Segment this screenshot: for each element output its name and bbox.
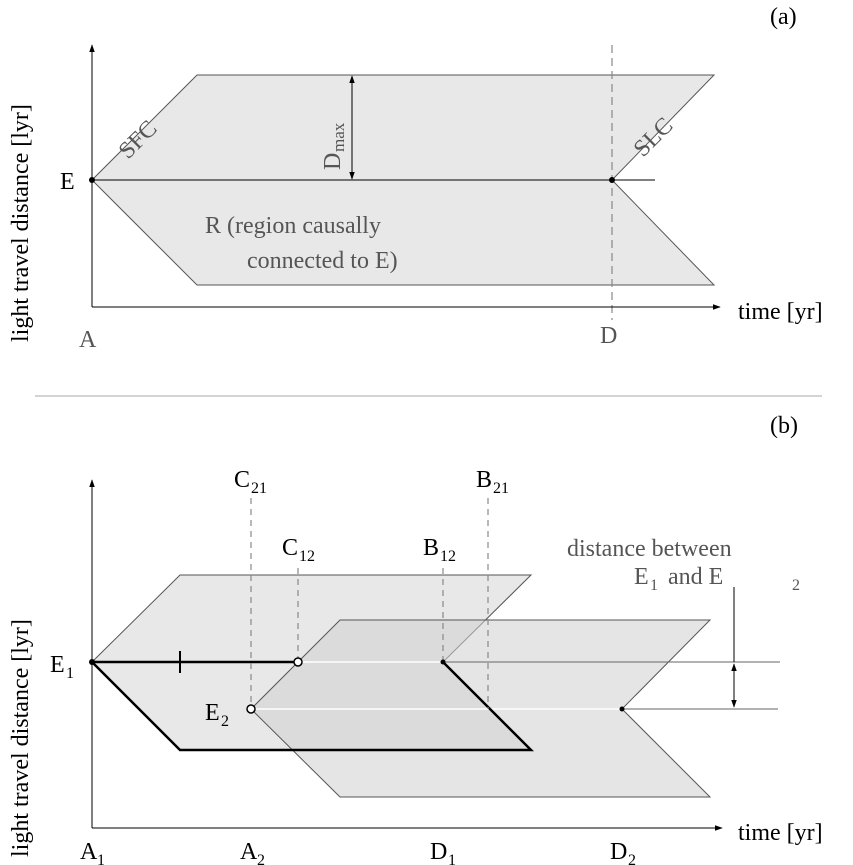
event-e-dot — [89, 177, 95, 183]
svg-text:1: 1 — [97, 852, 105, 865]
b12-dot — [440, 659, 446, 665]
svg-text:2: 2 — [792, 577, 800, 594]
svg-text:and E: and E — [668, 564, 723, 590]
svg-text:2: 2 — [221, 713, 229, 730]
svg-text:2: 2 — [628, 852, 636, 865]
d2-dot — [619, 706, 625, 712]
x-axis-label-b: time [yr] — [738, 820, 823, 846]
svg-text:E: E — [50, 652, 65, 678]
label-e: E — [60, 169, 75, 195]
svg-text:A: A — [80, 839, 98, 865]
distance-label-line1: distance between — [567, 536, 732, 562]
label-d2: D 2 — [610, 839, 636, 865]
label-d1: D 1 — [430, 839, 456, 865]
label-e2: E 2 — [205, 700, 229, 730]
label-c21: C 21 — [234, 467, 267, 497]
label-d: D — [600, 323, 617, 349]
svg-text:C: C — [282, 535, 298, 561]
svg-text:E: E — [634, 564, 649, 590]
panel-b-tag: (b) — [770, 413, 798, 439]
x-axis-label: time [yr] — [738, 299, 823, 325]
svg-text:C: C — [234, 467, 250, 493]
label-a2: A 2 — [240, 839, 265, 865]
label-b21: B 21 — [476, 467, 509, 497]
panel-a-tag: (a) — [770, 4, 797, 30]
dmax-main: D — [320, 153, 346, 170]
svg-text:E: E — [205, 700, 220, 726]
svg-text:D: D — [430, 839, 447, 865]
svg-text:12: 12 — [299, 548, 315, 565]
e2-open-dot — [246, 704, 256, 714]
y-axis-label-b: light travel distance [lyr] — [8, 619, 34, 857]
event-d-dot — [609, 177, 615, 183]
svg-text:D: D — [610, 839, 627, 865]
svg-text:1: 1 — [66, 665, 74, 682]
svg-text:1: 1 — [650, 577, 658, 594]
y-axis-label: light travel distance [lyr] — [8, 104, 34, 342]
svg-text:B: B — [476, 467, 492, 493]
svg-text:21: 21 — [493, 480, 509, 497]
svg-text:1: 1 — [448, 852, 456, 865]
svg-text:2: 2 — [257, 852, 265, 865]
label-e1: E 1 — [50, 652, 74, 682]
e1-thick-boundary — [91, 661, 535, 752]
label-b12: B 12 — [423, 535, 456, 565]
distance-label-line2: E 1 and E 2 — [634, 564, 800, 594]
label-a: A — [79, 327, 97, 353]
dmax-sub: max — [329, 122, 348, 152]
region-label-line2: connected to E) — [247, 248, 398, 274]
svg-text:B: B — [423, 535, 439, 561]
panel-a: (a) E A D time [yr] light travel distanc… — [8, 4, 823, 353]
svg-text:A: A — [240, 839, 258, 865]
label-a1: A 1 — [80, 839, 105, 865]
c12-open-dot — [293, 657, 303, 667]
e1-dot — [89, 659, 95, 665]
panel-b: (b) time [yr] light travel di — [8, 413, 823, 865]
svg-text:21: 21 — [251, 480, 267, 497]
region-label-line1: R (region causally — [205, 213, 381, 239]
svg-text:12: 12 — [440, 548, 456, 565]
label-c12: C 12 — [282, 535, 315, 565]
dmax-label: D max — [320, 122, 348, 170]
